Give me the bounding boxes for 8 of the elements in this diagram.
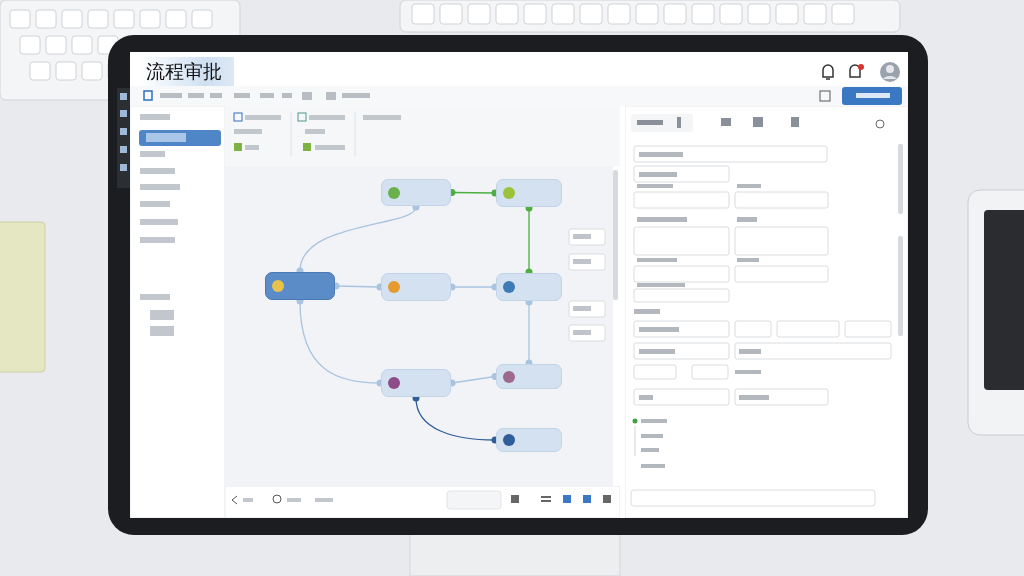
process-box: [496, 179, 562, 207]
start-box: [265, 272, 335, 300]
process-box: [496, 428, 562, 452]
process-box: [381, 369, 451, 397]
process-box: [381, 179, 451, 206]
process-box: [496, 273, 562, 301]
process-box: [381, 273, 451, 301]
process-box: [496, 364, 562, 389]
